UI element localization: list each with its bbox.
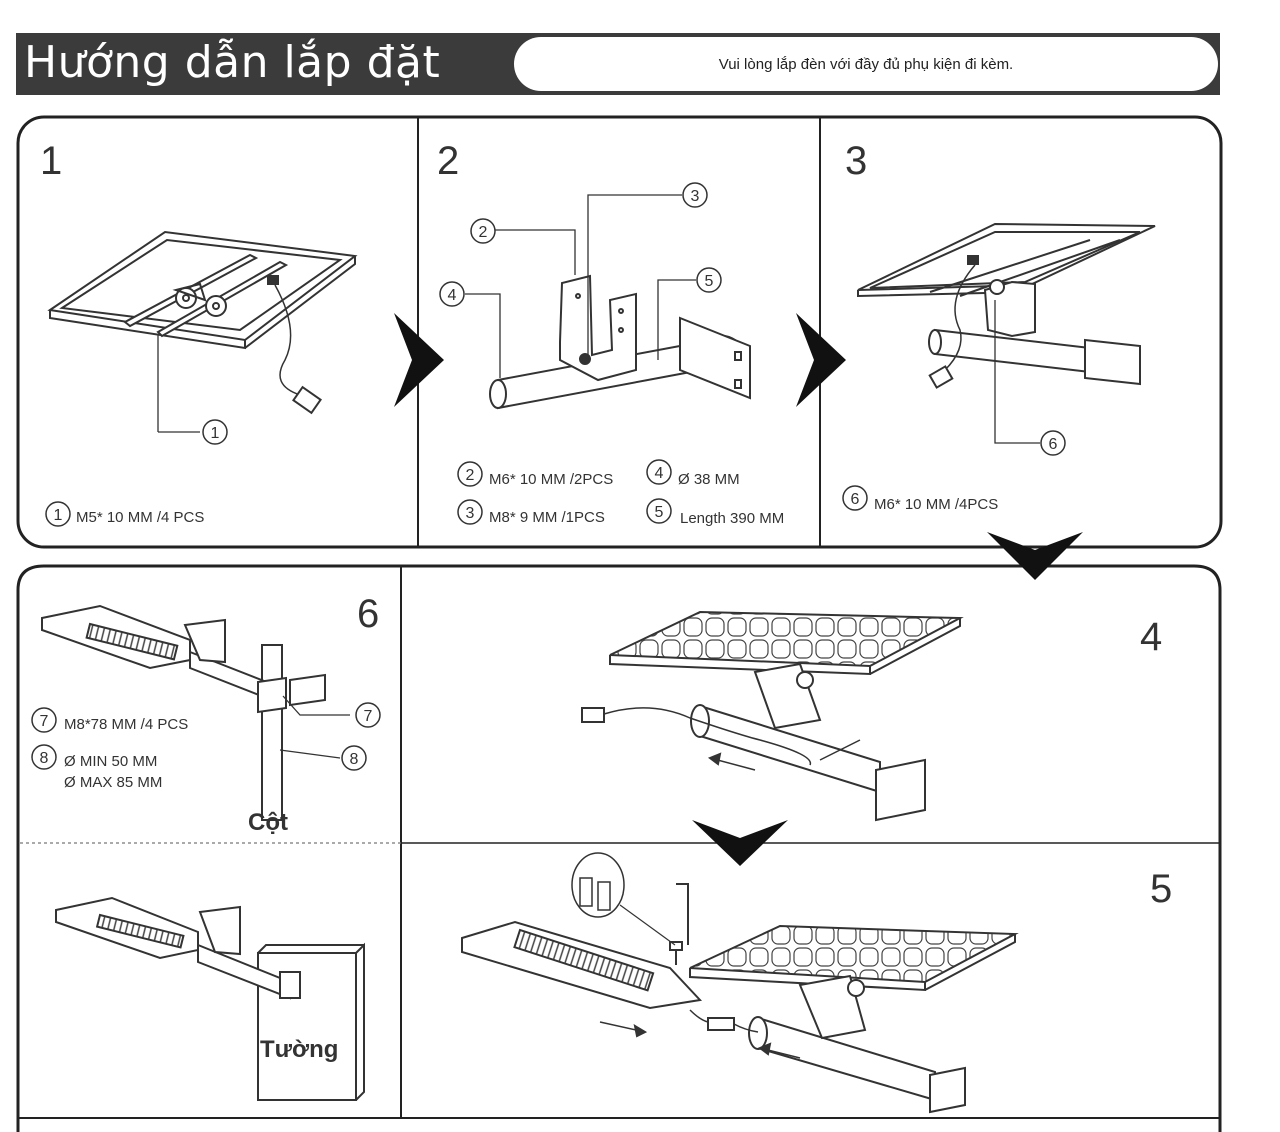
svg-text:Ø MIN 50 MM: Ø MIN 50 MM — [64, 753, 157, 770]
svg-text:4: 4 — [448, 287, 457, 304]
svg-text:2: 2 — [479, 224, 488, 241]
svg-text:3: 3 — [691, 188, 700, 205]
bottom-panel — [16, 564, 1222, 1132]
callouts-step2: 2 3 4 5 — [439, 182, 722, 307]
next-arrow-icon — [796, 313, 846, 407]
svg-text:6: 6 — [1049, 436, 1058, 453]
pole-label: Cột — [248, 809, 288, 836]
panel-on-arm — [857, 222, 1156, 444]
svg-text:7: 7 — [40, 713, 49, 730]
svg-text:M6* 10 MM /2PCS: M6* 10 MM /2PCS — [489, 471, 613, 488]
step-number-5: 5 — [1150, 867, 1172, 911]
lamp-pole-mount — [41, 604, 350, 821]
svg-text:6: 6 — [851, 491, 860, 508]
callouts-step6: 7 8 — [341, 702, 381, 771]
callout-6: 6 — [1040, 430, 1066, 456]
specs-step2: 2 M6* 10 MM /2PCS 3 M8* 9 MM /1PCS 4 Ø 3… — [457, 459, 784, 527]
svg-text:M8*78 MM /4 PCS: M8*78 MM /4 PCS — [64, 716, 188, 733]
spec-1: 1 M5* 10 MM /4 PCS — [45, 501, 204, 527]
lamp-wall-mount — [55, 896, 365, 1101]
step-number-6: 6 — [357, 592, 379, 636]
step-number-2: 2 — [437, 139, 459, 183]
svg-text:Ø 38 MM: Ø 38 MM — [678, 471, 740, 488]
svg-text:5: 5 — [655, 504, 664, 521]
svg-text:8: 8 — [40, 750, 49, 767]
svg-text:Ø MAX 85 MM: Ø MAX 85 MM — [64, 774, 162, 791]
final-assembly-step — [461, 852, 1019, 1114]
leaders-step2 — [465, 194, 696, 378]
solar-panel-underside — [47, 230, 358, 433]
step-number-4: 4 — [1140, 615, 1162, 659]
svg-text:4: 4 — [655, 465, 664, 482]
wall-label: Tường — [260, 1036, 338, 1063]
top-panel — [16, 115, 1223, 549]
svg-text:1: 1 — [211, 425, 220, 442]
down-arrow-icon — [692, 820, 788, 866]
svg-text:Length 390 MM: Length 390 MM — [680, 510, 784, 527]
next-arrow-icon — [394, 313, 444, 407]
callout-1: 1 — [202, 419, 228, 445]
spec-6: 6 M6* 10 MM /4PCS — [842, 485, 998, 513]
svg-text:2: 2 — [466, 467, 475, 484]
panel-wiring-step — [581, 610, 964, 822]
down-arrow-icon — [987, 532, 1083, 580]
mounting-arm — [489, 274, 751, 410]
step-number-1: 1 — [40, 139, 62, 183]
header-note: Vui lòng lắp đèn với đầy đủ phụ kiện đi … — [514, 37, 1218, 91]
svg-text:8: 8 — [350, 751, 359, 768]
svg-text:3: 3 — [466, 505, 475, 522]
svg-text:1: 1 — [54, 507, 63, 524]
svg-text:7: 7 — [364, 708, 373, 725]
svg-text:M8* 9 MM /1PCS: M8* 9 MM /1PCS — [489, 509, 605, 526]
svg-text:M6* 10 MM /4PCS: M6* 10 MM /4PCS — [874, 496, 998, 513]
page-title: Hướng dẫn lắp đặt — [24, 37, 441, 88]
step-number-3: 3 — [845, 139, 867, 183]
header-bar: Hướng dẫn lắp đặt Vui lòng lắp đèn với đ… — [16, 33, 1220, 95]
specs-step6: 7 M8*78 MM /4 PCS 8 Ø MIN 50 MM Ø MAX 85… — [31, 707, 188, 791]
svg-text:5: 5 — [705, 273, 714, 290]
svg-text:M5* 10 MM /4 PCS: M5* 10 MM /4 PCS — [76, 509, 204, 526]
